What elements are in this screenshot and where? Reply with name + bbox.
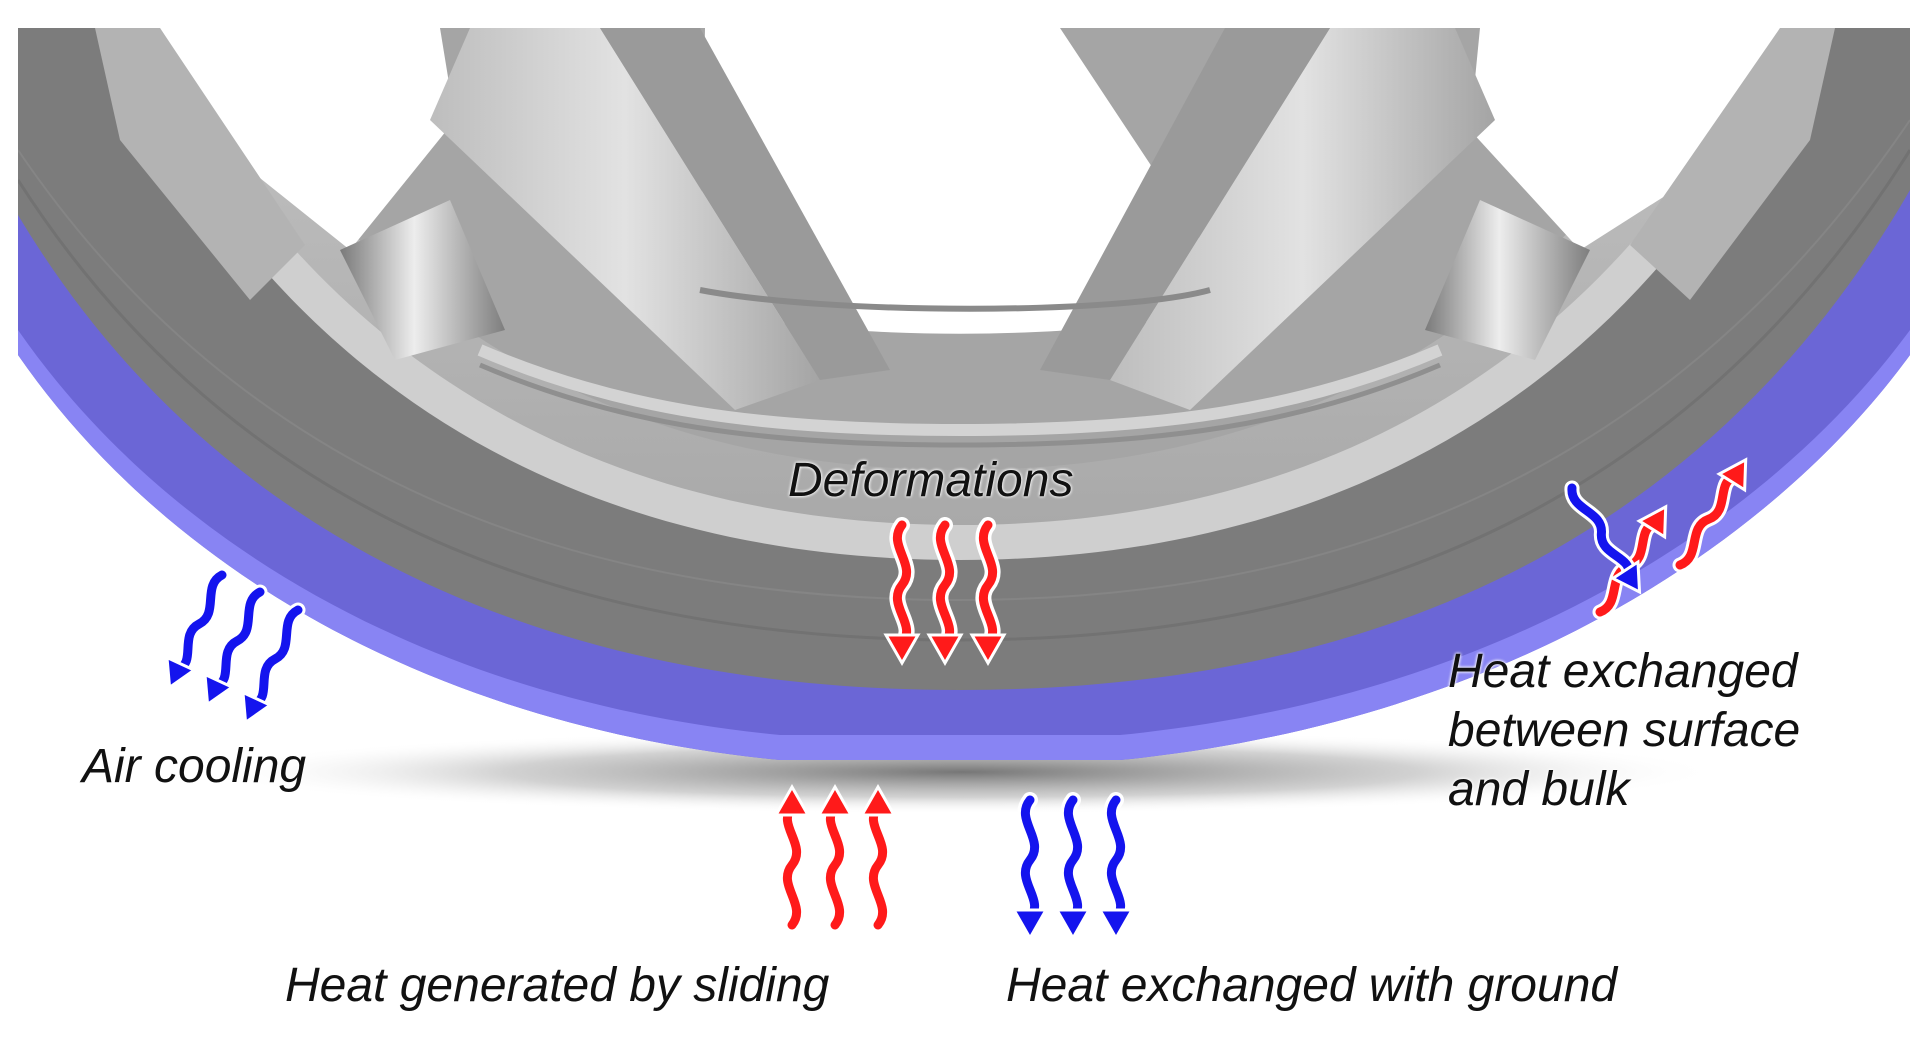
wheel-opening-left (160, 28, 455, 250)
deformation-arrows (883, 517, 1007, 667)
wavy-arrow-blue-icon (1054, 792, 1092, 942)
hub-ring (477, 344, 1443, 437)
sidewall-groove (18, 149, 1910, 642)
label-deformations: Deformations (788, 454, 1074, 507)
sidewall-groove-2 (18, 119, 1910, 602)
label-ground: Heat exchanged with ground (1006, 959, 1618, 1012)
spoke-far-left (95, 28, 305, 300)
wheel-opening-right (1470, 28, 1780, 250)
surface-bulk-arrows (1564, 457, 1748, 620)
wavy-arrow-blue-icon (165, 567, 230, 691)
spoke-right-inner (1040, 28, 1330, 380)
wavy-arrow-red-icon (926, 517, 964, 667)
label-surface-bulk-3: and bulk (1448, 763, 1630, 816)
wavy-arrow-blue-icon (203, 584, 268, 708)
ground-shadow (202, 730, 1722, 814)
wheel-opening-center-fill (700, 28, 1210, 309)
wavy-arrow-blue-icon (1097, 792, 1135, 942)
label-sliding: Heat generated by sliding (285, 959, 830, 1012)
wavy-arrow-red-icon (816, 783, 854, 933)
wavy-arrow-red-icon (859, 783, 897, 933)
label-surface-bulk-2: between surface (1448, 704, 1801, 757)
spoke-left (430, 28, 820, 410)
barrel-right (1425, 200, 1590, 360)
label-air-cooling: Air cooling (82, 740, 307, 793)
wavy-arrow-blue-icon (1564, 480, 1642, 595)
air-cooling-arrows (165, 567, 306, 726)
spoke-far-right (1630, 28, 1835, 300)
spoke-right (1110, 28, 1495, 410)
barrel-left (340, 200, 505, 360)
wavy-arrow-red-icon (1672, 457, 1748, 573)
wavy-arrow-blue-icon (1011, 792, 1049, 942)
ground-arrows (1011, 792, 1135, 942)
opening-outline (699, 287, 1211, 312)
wavy-arrow-red-icon (969, 517, 1007, 667)
hub-ring-shadow (479, 362, 1441, 448)
wavy-arrow-red-icon (773, 783, 811, 933)
label-surface-bulk-1: Heat exchanged (1448, 645, 1798, 698)
wavy-arrow-red-icon (883, 517, 921, 667)
wavy-arrow-blue-icon (241, 602, 306, 726)
spoke-left-inner (600, 28, 890, 380)
sliding-arrows (773, 783, 897, 933)
